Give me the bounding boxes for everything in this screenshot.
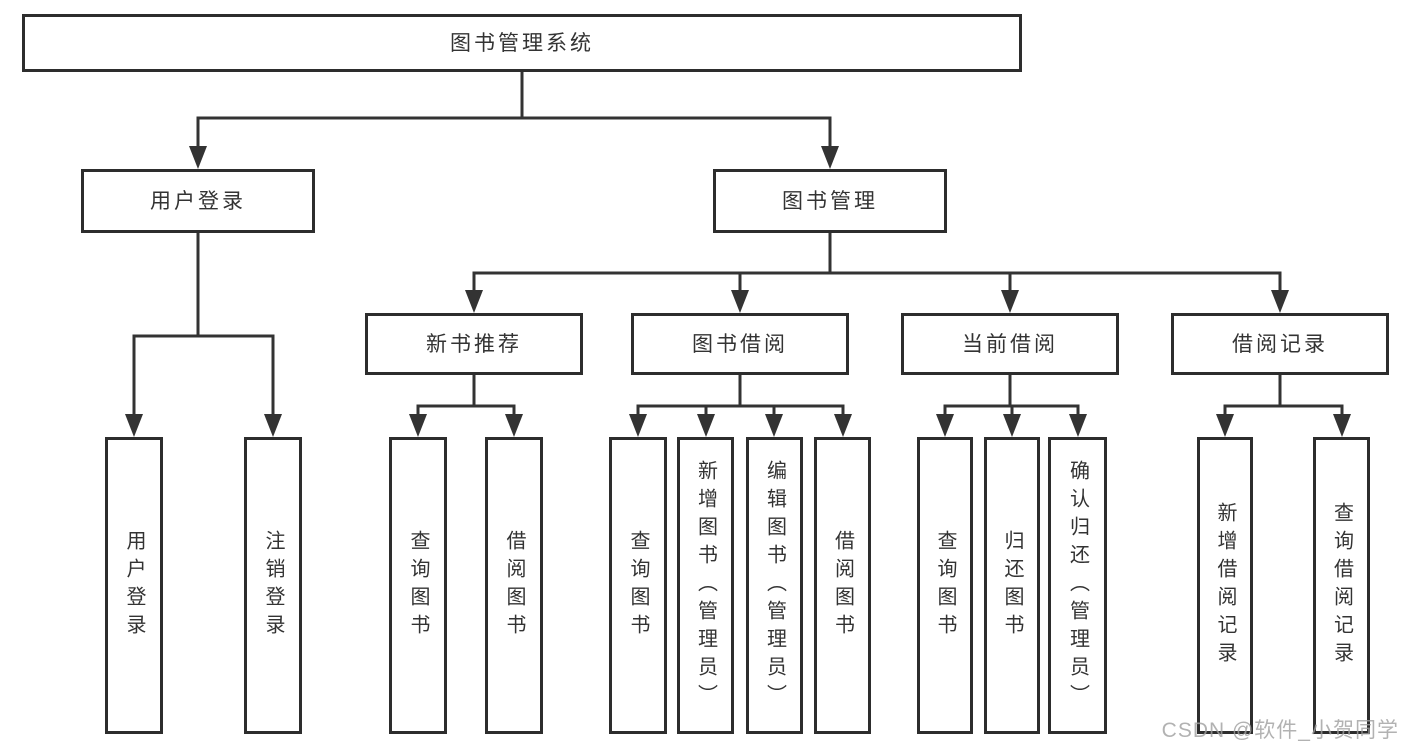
arrowhead-icon xyxy=(834,414,852,437)
node-label-leaf-add-book: 新增图书（管理员） xyxy=(694,459,717,712)
arrowhead-icon xyxy=(1003,414,1021,437)
node-label-new-book-recommend: 新书推荐 xyxy=(426,332,522,356)
diagram-node-book-management: 图书管理 xyxy=(713,169,947,233)
diagram-node-leaf-query-book-1: 查询图书 xyxy=(389,437,447,734)
arrowhead-icon xyxy=(1271,290,1289,313)
node-label-leaf-query-book-1: 查询图书 xyxy=(407,529,429,642)
arrowhead-icon xyxy=(409,414,427,437)
node-label-leaf-query-borrow-rec: 查询借阅记录 xyxy=(1330,501,1353,670)
diagram-node-leaf-query-book-3: 查询图书 xyxy=(917,437,973,734)
arrowhead-icon xyxy=(1001,290,1019,313)
diagram-node-leaf-borrow-book-1: 借阅图书 xyxy=(485,437,543,734)
node-label-system: 图书管理系统 xyxy=(450,31,594,55)
diagram-node-system: 图书管理系统 xyxy=(22,14,1022,72)
arrowhead-icon xyxy=(936,414,954,437)
diagram-node-leaf-borrow-book-2: 借阅图书 xyxy=(814,437,871,734)
arrowhead-icon xyxy=(765,414,783,437)
node-label-book-management: 图书管理 xyxy=(782,189,878,213)
arrowhead-icon xyxy=(821,146,839,169)
node-label-leaf-borrow-book-2: 借阅图书 xyxy=(831,529,854,642)
diagram-node-leaf-query-borrow-rec: 查询借阅记录 xyxy=(1313,437,1370,734)
arrowhead-icon xyxy=(629,414,647,437)
diagram-node-leaf-edit-book: 编辑图书（管理员） xyxy=(746,437,803,734)
diagram-node-leaf-add-borrow-rec: 新增借阅记录 xyxy=(1197,437,1253,734)
arrowhead-icon xyxy=(505,414,523,437)
diagram-node-user-login: 用户登录 xyxy=(81,169,315,233)
diagram-node-leaf-query-book-2: 查询图书 xyxy=(609,437,667,734)
arrowhead-icon xyxy=(697,414,715,437)
node-label-leaf-borrow-book-1: 借阅图书 xyxy=(503,529,525,642)
diagram-node-leaf-confirm-return: 确认归还（管理员） xyxy=(1048,437,1107,734)
node-label-leaf-query-book-2: 查询图书 xyxy=(627,529,649,642)
arrowhead-icon xyxy=(125,414,143,437)
arrowhead-icon xyxy=(731,290,749,313)
node-label-leaf-return-book: 归还图书 xyxy=(1001,529,1023,642)
diagram-node-book-borrow: 图书借阅 xyxy=(631,313,849,375)
node-label-leaf-confirm-return: 确认归还（管理员） xyxy=(1066,459,1089,712)
node-label-leaf-logout: 注销登录 xyxy=(262,529,284,642)
node-label-book-borrow: 图书借阅 xyxy=(692,332,788,356)
diagram-node-leaf-return-book: 归还图书 xyxy=(984,437,1040,734)
arrowhead-icon xyxy=(1216,414,1234,437)
diagram-node-leaf-add-book: 新增图书（管理员） xyxy=(677,437,734,734)
diagram-node-current-borrow: 当前借阅 xyxy=(901,313,1119,375)
node-label-current-borrow: 当前借阅 xyxy=(962,332,1058,356)
node-label-leaf-query-book-3: 查询图书 xyxy=(934,529,956,642)
arrowhead-icon xyxy=(1333,414,1351,437)
node-label-leaf-user-login: 用户登录 xyxy=(123,529,145,642)
arrowhead-icon xyxy=(465,290,483,313)
diagram-node-leaf-logout: 注销登录 xyxy=(244,437,302,734)
node-label-leaf-edit-book: 编辑图书（管理员） xyxy=(763,459,786,712)
arrowhead-icon xyxy=(1069,414,1087,437)
diagram-node-borrow-record: 借阅记录 xyxy=(1171,313,1389,375)
diagram-node-new-book-recommend: 新书推荐 xyxy=(365,313,583,375)
node-label-leaf-add-borrow-rec: 新增借阅记录 xyxy=(1214,501,1236,670)
watermark-text: CSDN @软件_小贺同学 xyxy=(1161,719,1399,742)
node-label-user-login: 用户登录 xyxy=(150,189,246,213)
diagram-node-leaf-user-login: 用户登录 xyxy=(105,437,163,734)
arrowhead-icon xyxy=(189,146,207,169)
arrowhead-icon xyxy=(264,414,282,437)
node-label-borrow-record: 借阅记录 xyxy=(1232,332,1328,356)
